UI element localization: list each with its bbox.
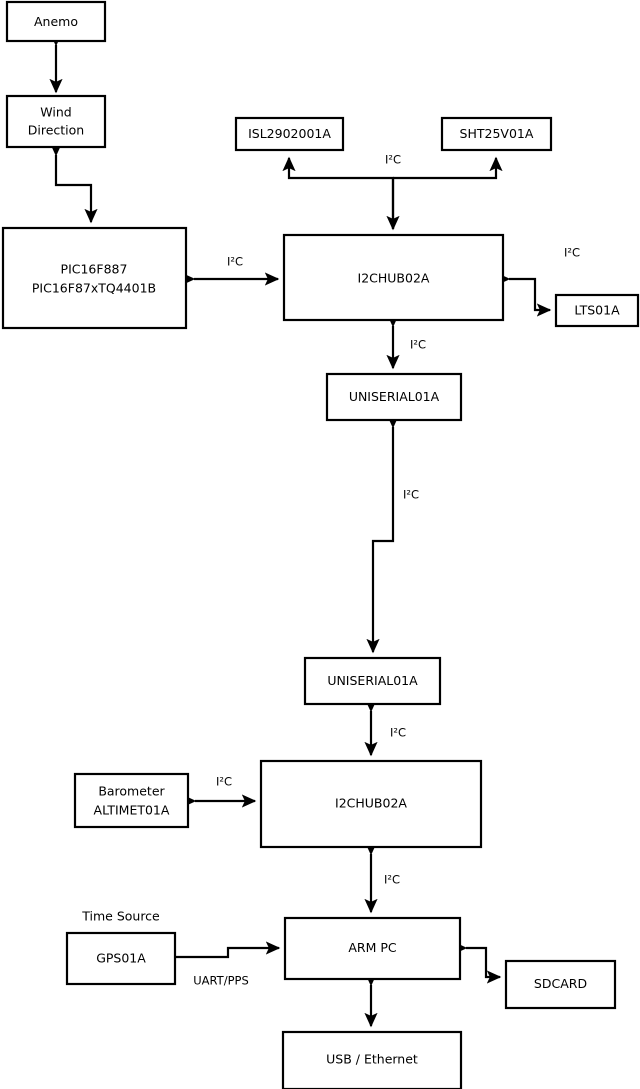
- edge-label-hub-bot-armpc: I²C: [384, 873, 400, 887]
- node-lts01a[interactable]: LTS01A: [554, 293, 640, 328]
- edge-line-hub-isl: [282, 156, 395, 229]
- node-barometer[interactable]: Barometer ALTIMET01A: [73, 772, 190, 829]
- node-isl2902001a[interactable]: ISL2902001A: [234, 116, 345, 152]
- node-gps01a-label: GPS01A: [96, 951, 146, 966]
- node-wind-direction-label-line1: Wind: [40, 105, 71, 120]
- edge-label-hub-uniserial-top: I²C: [410, 338, 426, 352]
- node-uniserial01a-bottom[interactable]: UNISERIAL01A: [303, 656, 442, 706]
- edge-hub-isl-sht: I²C: [282, 153, 503, 231]
- node-usb-ethernet-label: USB / Ethernet: [326, 1052, 418, 1067]
- edge-barometer-hub-bot: I²C: [181, 775, 257, 808]
- node-lts01a-label: LTS01A: [574, 303, 620, 318]
- node-i2chub02a-top[interactable]: I2CHUB02A: [282, 233, 505, 322]
- edge-line-gps-armpc: [175, 941, 281, 959]
- node-i2chub02a-bottom-label: I2CHUB02A: [335, 796, 407, 811]
- node-sht25v01a-box[interactable]: [440, 116, 553, 152]
- edge-uniserial-uniserial: I²C: [366, 413, 419, 654]
- edge-line-hub-sht: [393, 156, 503, 180]
- node-i2chub02a-top-label: I2CHUB02A: [358, 271, 430, 286]
- node-arm-pc[interactable]: ARM PC: [283, 916, 462, 981]
- node-gps01a[interactable]: GPS01A: [65, 931, 177, 986]
- label-time-source: Time Source: [81, 909, 160, 924]
- node-sdcard-label: SDCARD: [534, 976, 587, 991]
- edge-armpc-sdcard: [452, 941, 502, 984]
- node-usb-ethernet-box[interactable]: [281, 1030, 463, 1089]
- node-anemo-box[interactable]: [5, 0, 107, 43]
- edge-hub-lts: I²C: [495, 246, 580, 317]
- edge-label-hub-lts: I²C: [564, 246, 580, 260]
- node-gps01a-box[interactable]: [65, 931, 177, 986]
- edge-label-barometer-hub-bot: I²C: [216, 775, 232, 789]
- node-uniserial01a-top[interactable]: UNISERIAL01A: [325, 372, 463, 422]
- node-sdcard-box[interactable]: [504, 959, 617, 1010]
- node-usb-ethernet[interactable]: USB / Ethernet: [281, 1030, 463, 1089]
- node-pic-mcu-box[interactable]: [1, 226, 188, 330]
- node-isl2902001a-label: ISL2902001A: [248, 126, 331, 141]
- node-uniserial01a-top-label: UNISERIAL01A: [349, 389, 440, 404]
- edge-label-uniserial-hub-bot: I²C: [390, 726, 406, 740]
- node-pic-mcu-label-line2: PIC16F87xTQ4401B: [32, 281, 156, 296]
- edge-hub-uniserial-top: I²C: [386, 312, 426, 370]
- node-wind-direction[interactable]: Wind Direction: [5, 94, 107, 149]
- edge-wind-pic: [49, 141, 98, 224]
- node-pic-mcu[interactable]: PIC16F887 PIC16F87xTQ4401B: [1, 226, 188, 330]
- edge-label-uniserial-uniserial: I²C: [403, 488, 419, 502]
- edge-uniserial-hub-bot: I²C: [364, 697, 406, 757]
- edge-gps-armpc: UART/PPS: [175, 941, 281, 988]
- node-barometer-label-line2: ALTIMET01A: [94, 803, 170, 818]
- node-arm-pc-label: ARM PC: [348, 940, 397, 955]
- node-wind-direction-box[interactable]: [5, 94, 107, 149]
- node-uniserial01a-top-box[interactable]: [325, 372, 463, 422]
- node-anemo-label: Anemo: [34, 14, 78, 29]
- node-sdcard[interactable]: SDCARD: [504, 959, 617, 1010]
- node-barometer-label-line1: Barometer: [98, 784, 165, 799]
- node-arm-pc-box[interactable]: [283, 916, 462, 981]
- edge-line-hub-lts: [495, 272, 552, 317]
- edge-label-pic-hub: I²C: [227, 255, 243, 269]
- node-uniserial01a-bottom-box[interactable]: [303, 656, 442, 706]
- node-sht25v01a[interactable]: SHT25V01A: [440, 116, 553, 152]
- edge-label-gps-armpc: UART/PPS: [193, 974, 249, 988]
- node-barometer-box[interactable]: [73, 772, 190, 829]
- node-i2chub02a-top-box[interactable]: [282, 233, 505, 322]
- edge-pic-hub: I²C: [180, 255, 280, 286]
- edge-line-uniserial-uniserial: [366, 413, 400, 654]
- node-i2chub02a-bottom[interactable]: I2CHUB02A: [259, 759, 483, 849]
- edge-line-armpc-sdcard: [452, 941, 502, 984]
- edge-hub-bot-armpc: I²C: [364, 840, 400, 914]
- node-i2chub02a-bottom-box[interactable]: [259, 759, 483, 849]
- edge-label-hub-isl-sht: I²C: [385, 153, 401, 167]
- node-wind-direction-label-line2: Direction: [28, 123, 84, 138]
- node-lts01a-box[interactable]: [554, 293, 640, 328]
- node-anemo[interactable]: Anemo: [5, 0, 107, 43]
- node-sht25v01a-label: SHT25V01A: [460, 126, 534, 141]
- edge-line-wind-pic: [49, 141, 98, 224]
- node-pic-mcu-label-line1: PIC16F887: [61, 262, 128, 277]
- node-isl2902001a-box[interactable]: [234, 116, 345, 152]
- node-uniserial01a-bottom-label: UNISERIAL01A: [327, 673, 418, 688]
